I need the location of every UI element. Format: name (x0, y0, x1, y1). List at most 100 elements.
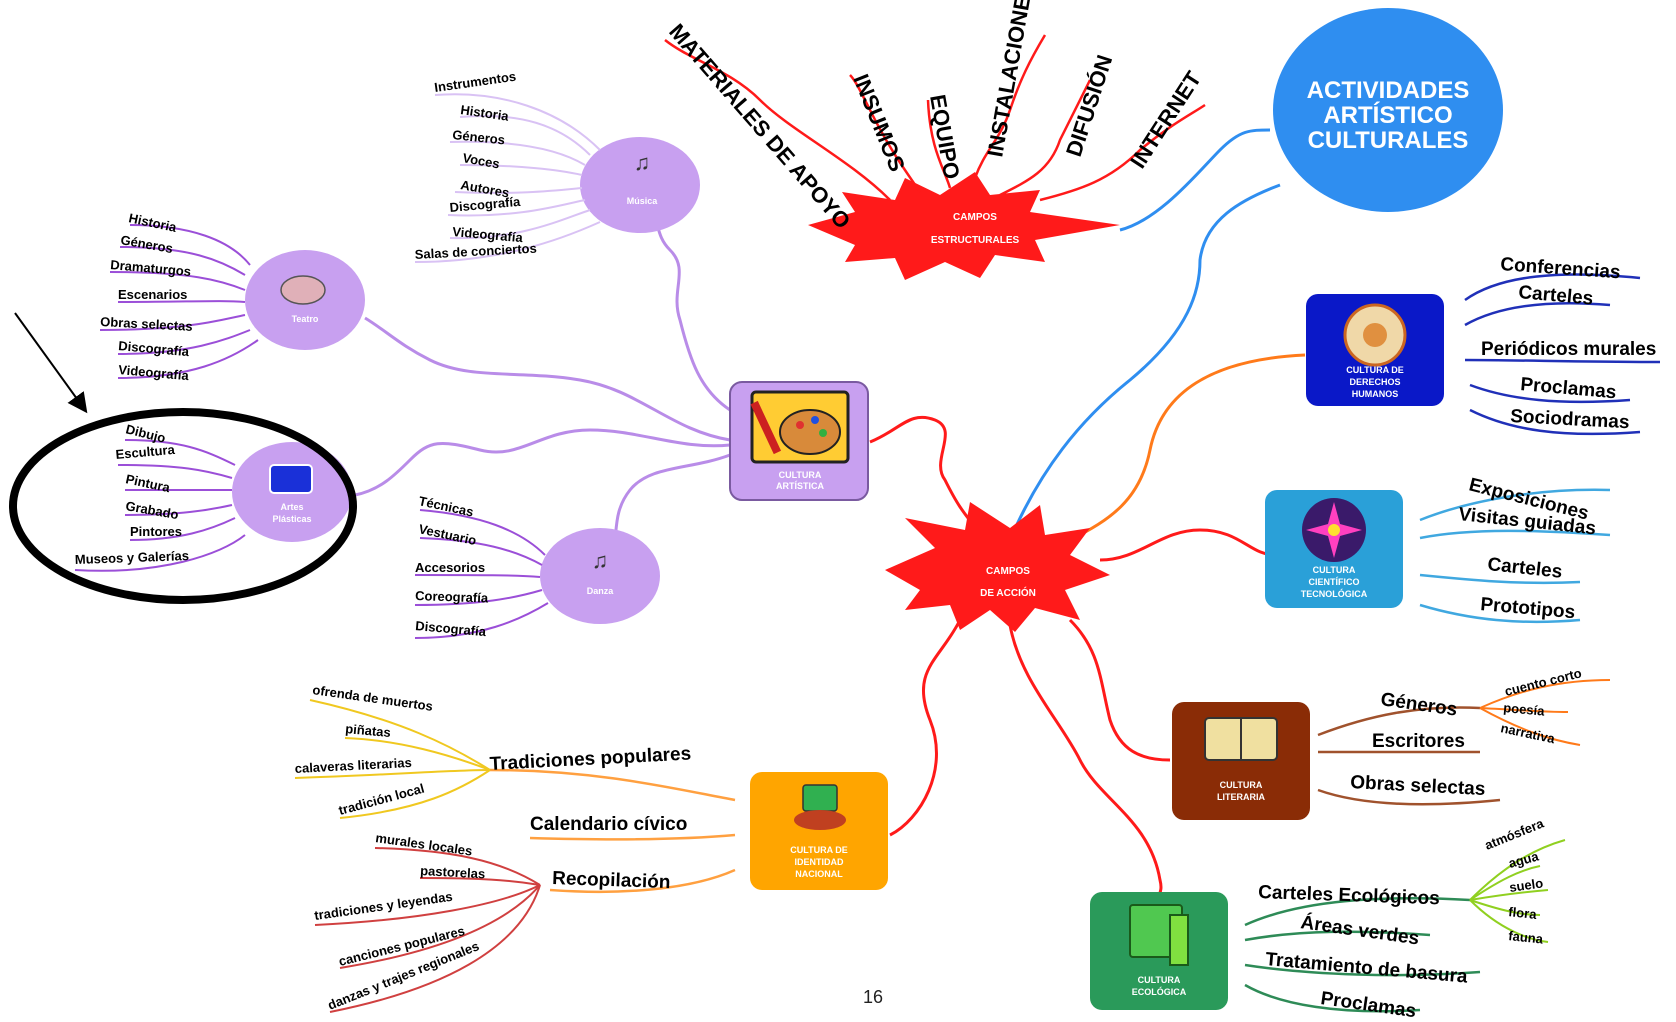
title-line-2: ARTÍSTICO (1323, 101, 1452, 129)
danza-node: ♫ Danza (540, 528, 660, 624)
artistica-label-2: ARTÍSTICA (776, 481, 824, 491)
connector-accion-to-literaria (1068, 618, 1171, 762)
cientifica-label-1: CULTURA (1313, 565, 1356, 575)
ray-equipo: EQUIPO (925, 93, 964, 182)
teatro-item: Videografía (118, 362, 190, 383)
danza-item: Técnicas (417, 493, 475, 519)
identidad-label-3: NACIONAL (795, 869, 843, 879)
estructurales-label-2: ESTRUCTURALES (931, 235, 1020, 246)
ecologica-branch: Carteles Ecológicos (1258, 882, 1440, 909)
cientifica-branches: Exposiciones Visitas guiadas Carteles Pr… (1419, 474, 1611, 623)
accion-label-2: DE ACCIÓN (980, 586, 1036, 599)
teatro-item: Historia (127, 210, 178, 235)
identidad-subitem: murales locales (375, 830, 474, 858)
cultura-ecologica-node: CULTURA ECOLÓGICA (1090, 892, 1228, 1010)
danza-item: Vestuario (417, 521, 477, 548)
artes-item: Grabado (124, 498, 179, 522)
ecologica-subitem: atmósfera (1483, 815, 1547, 852)
identidad-branch: Calendario cívico (530, 814, 687, 835)
artes-item: Escultura (115, 442, 176, 462)
cientifica-item: Carteles (1486, 554, 1563, 583)
identidad-subitem: tradiciones y leyendas (313, 889, 453, 923)
teatro-item: Discografía (118, 338, 191, 359)
connector-estructurales-to-title (1119, 128, 1271, 232)
ecologica-subitem: suelo (1508, 875, 1544, 895)
cientifica-label-2: CIENTÍFICO (1309, 577, 1360, 587)
teatro-item: Géneros (119, 232, 174, 256)
identidad-subitem: calaveras literarias (294, 755, 412, 776)
connector-artistica-to-teatro (364, 316, 731, 442)
literaria-subitem: poesía (1503, 700, 1546, 719)
ecologica-subitem: fauna (1508, 928, 1545, 947)
ecologica-branch: Áreas verdes (1299, 911, 1420, 949)
annotation-circle (9, 408, 357, 604)
ecologica-subitem: flora (1508, 904, 1538, 922)
identidad-subitem: ofrenda de muertos (312, 682, 434, 714)
ecologica-branch: Proclamas (1319, 988, 1417, 1022)
identidad-subitem: piñatas (345, 721, 392, 740)
musica-node: ♫ Música (580, 137, 700, 233)
ecologica-branches: Carteles Ecológicos Áreas verdes Tratami… (1244, 815, 1566, 1022)
identidad-label-1: CULTURA DE (790, 845, 848, 855)
teatro-item: Dramaturgos (110, 257, 192, 279)
annotation-arrow (14, 312, 88, 414)
ray-instalaciones: INSTALACIONES (982, 0, 1038, 159)
teatro-node: Teatro (245, 250, 365, 350)
artes-item: Pintura (124, 471, 172, 495)
musica-branches: Instrumentos Historia Géneros Voces Auto… (414, 69, 601, 263)
title-line-1: ACTIVIDADES (1307, 77, 1470, 104)
music-icon: ♫ (634, 150, 651, 175)
literaria-branch: Obras selectas (1350, 772, 1486, 800)
derechos-item: Periódicos murales (1481, 339, 1656, 360)
artes-plasticas-node: Artes Plásticas (232, 442, 352, 542)
danza-item: Accesorios (415, 560, 485, 575)
musica-item: Videografía (452, 224, 524, 245)
musica-item: Salas de conciertos (414, 241, 537, 262)
artes-item: Pintores (130, 524, 182, 539)
connector-accion-to-title (1008, 183, 1281, 541)
teatro-branches: Historia Géneros Dramaturgos Escenarios … (100, 210, 259, 383)
cultura-literaria-node: CULTURA LITERARIA (1172, 702, 1310, 820)
estructurales-label-1: CAMPOS (953, 212, 997, 223)
ray-difusion: DIFUSIÓN (1061, 52, 1117, 160)
cultura-identidad-node: CULTURA DE IDENTIDAD NACIONAL (750, 772, 888, 890)
danza-branches: Técnicas Vestuario Accesorios Coreografí… (415, 493, 549, 639)
cultura-derechos-node: CULTURA DE DERECHOS HUMANOS (1306, 294, 1444, 406)
title-line-3: CULTURALES (1308, 127, 1469, 154)
derechos-label-2: DERECHOS (1349, 377, 1400, 387)
identidad-branch: Recopilación (552, 868, 671, 893)
cientifica-label-3: TECNOLÓGICA (1301, 588, 1368, 599)
artistica-label-1: CULTURA (779, 470, 822, 480)
cultura-cientifica-node: CULTURA CIENTÍFICO TECNOLÓGICA (1265, 490, 1403, 608)
identidad-branches: Tradiciones populares Calendario cívico … (294, 682, 736, 1013)
musica-label: Música (627, 196, 659, 206)
musica-item: Géneros (452, 127, 506, 147)
musica-item: Historia (460, 102, 511, 124)
danza-label: Danza (587, 586, 615, 596)
red-star-shape (885, 502, 1110, 632)
cultura-artistica-node: CULTURA ARTÍSTICA (729, 381, 869, 501)
identidad-branch: Tradiciones populares (489, 743, 691, 775)
artes-label-2: Plásticas (272, 514, 311, 524)
connector-accion-to-identidad (889, 619, 962, 837)
connector-accion-to-ecologica (1008, 624, 1163, 902)
identidad-label-2: IDENTIDAD (795, 857, 844, 867)
musica-item: Discografía (449, 194, 522, 215)
campos-accion-node: CAMPOS DE ACCIÓN (885, 502, 1110, 632)
teatro-item: Obras selectas (100, 314, 193, 334)
ray-internet: INTERNET (1125, 66, 1206, 172)
red-star-shape (808, 172, 1120, 280)
connector-artistica-to-artes (354, 428, 731, 497)
accion-label-1: CAMPOS (986, 566, 1030, 577)
ray-insumos: INSUMOS (848, 71, 910, 176)
annotation-highlight (9, 312, 357, 604)
identidad-subitem: pastorelas (420, 863, 486, 881)
teatro-label: Teatro (292, 314, 319, 324)
literaria-label-2: LITERARIA (1217, 792, 1265, 802)
connector-accion-to-derechos (1069, 353, 1306, 542)
page-number: 16 (863, 987, 883, 1007)
literaria-branches: Géneros Escritores Obras selectas cuento… (1317, 665, 1611, 806)
dancers-icon: ♫ (592, 548, 609, 573)
musica-item: Instrumentos (433, 69, 517, 95)
